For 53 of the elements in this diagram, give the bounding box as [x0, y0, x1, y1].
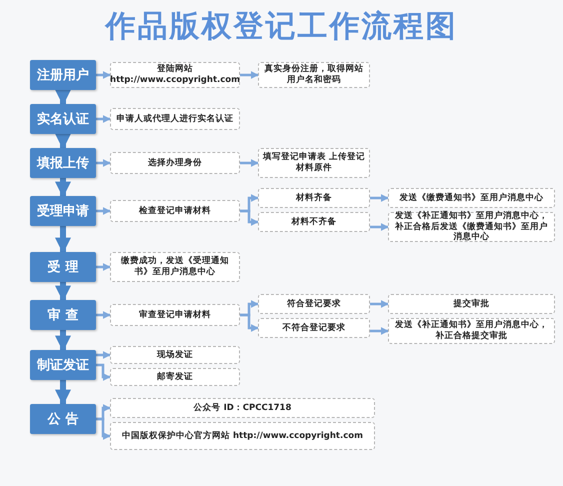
note-box: 发送《补正通知书》至用户消息中心，补正合格后发送《缴费通知书》至用户消息中心 [388, 212, 555, 242]
note-box: 审查登记申请材料 [110, 304, 240, 326]
step-box: 制证发证 [30, 350, 96, 380]
note-box: 提交审批 [388, 294, 555, 314]
arrow [96, 351, 111, 359]
step-box: 填报上传 [30, 148, 96, 178]
arrow [96, 364, 111, 381]
step-box: 注册用户 [30, 60, 96, 90]
arrow [96, 418, 111, 440]
arrow [370, 300, 389, 308]
note-box: 材料不齐备 [258, 212, 370, 232]
note-box: 检查登记申请材料 [110, 200, 240, 222]
arrow [96, 159, 111, 167]
note-box: 选择办理身份 [110, 152, 240, 174]
arrow [55, 134, 71, 150]
arrow [240, 314, 259, 332]
note-box: 登陆网站 http://www.ccopyright.com [110, 62, 240, 88]
arrow [370, 223, 389, 231]
arrow [96, 115, 111, 123]
note-box: 发送《补正通知书》至用户消息中心，补正合格提交审批 [388, 318, 555, 344]
note-box: 符合登记要求 [258, 294, 370, 314]
note-box: 真实身份注册，取得网站用户名和密码 [258, 62, 370, 88]
note-box: 缴费成功，发送《受理通知书》至用户消息中心 [110, 252, 240, 282]
arrow [55, 178, 71, 198]
arrow [370, 327, 389, 335]
arrow [240, 210, 259, 226]
step-box: 公 告 [30, 404, 96, 434]
arrow [370, 194, 389, 202]
arrow [55, 90, 71, 106]
step-box: 实名认证 [30, 104, 96, 134]
arrow [55, 380, 71, 406]
arrow [55, 282, 71, 302]
note-box: 填写登记申请表 上传登记材料原件 [258, 148, 370, 178]
arrow [55, 330, 71, 352]
arrow [240, 159, 259, 167]
arrow [55, 226, 71, 254]
note-box: 发送《缴费通知书》至用户消息中心 [388, 188, 555, 208]
step-box: 受理申请 [30, 196, 96, 226]
diagram-title: 作品版权登记工作流程图 [104, 8, 458, 46]
arrow [96, 311, 111, 319]
step-box: 审 查 [30, 300, 96, 330]
note-box: 材料齐备 [258, 188, 370, 208]
note-box: 中国版权保护中心官方网站 http://www.ccopyright.com [110, 422, 375, 450]
note-box: 邮寄发证 [110, 368, 240, 386]
arrow [96, 263, 111, 271]
note-box: 现场发证 [110, 346, 240, 364]
arrow [96, 207, 111, 215]
note-box: 不符合登记要求 [258, 318, 370, 338]
step-box: 受 理 [30, 252, 96, 282]
arrow [240, 71, 259, 79]
note-box: 申请人或代理人进行实名认证 [110, 108, 240, 130]
arrow [96, 71, 111, 79]
note-box: 公众号 ID：CPCC1718 [110, 398, 375, 418]
